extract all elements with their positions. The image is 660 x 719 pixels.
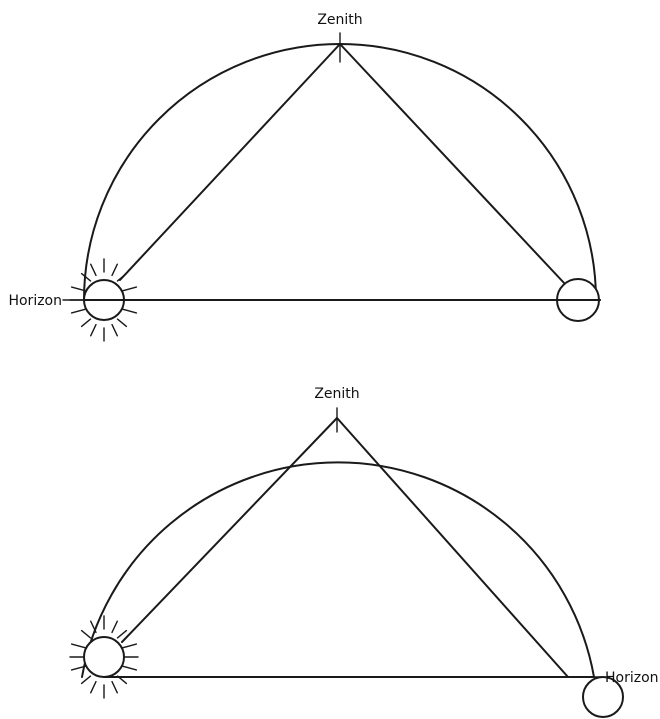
line-zenith-to-body xyxy=(337,418,568,677)
sky-arc xyxy=(84,44,596,300)
zenith-label: Zenith xyxy=(317,12,362,28)
horizon-label: Horizon. xyxy=(605,670,660,686)
line-sun-to-zenith xyxy=(122,418,337,642)
sky-arc xyxy=(82,462,594,677)
sun-icon xyxy=(70,616,138,698)
sun-disk xyxy=(84,637,124,677)
line-sun-to-zenith xyxy=(120,44,340,280)
zenith-label: Zenith xyxy=(314,386,359,402)
diagram-top: Zenith Horizon xyxy=(8,12,600,341)
horizon-label: Horizon xyxy=(8,293,62,309)
diagram-bottom: Zenith Horizon. xyxy=(70,386,660,717)
line-zenith-to-body xyxy=(340,44,565,284)
opposite-body-icon xyxy=(557,279,600,321)
